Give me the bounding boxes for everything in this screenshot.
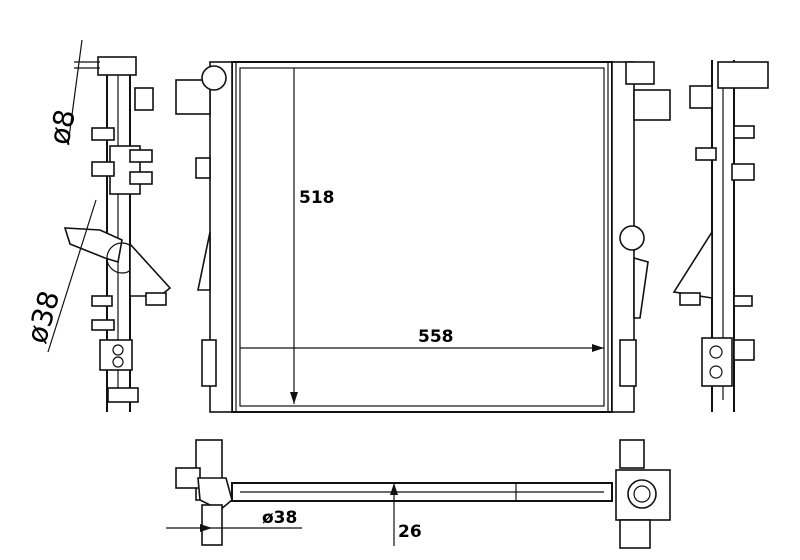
right-side-view <box>672 60 769 412</box>
dimension-label-diameter-38-bottom: ø38 <box>262 508 297 528</box>
dimension-label-diameter-38-left: ø38 <box>20 287 66 347</box>
dimension-label-width-558: 558 <box>418 327 454 347</box>
dimension-label-thickness-26: 26 <box>398 522 422 542</box>
front-view <box>175 61 671 413</box>
dimension-label-height-518: 518 <box>299 188 335 208</box>
left-side-view <box>47 39 172 412</box>
dimension-label-diameter-8: ø8 <box>43 106 83 147</box>
bottom-view <box>166 439 671 549</box>
